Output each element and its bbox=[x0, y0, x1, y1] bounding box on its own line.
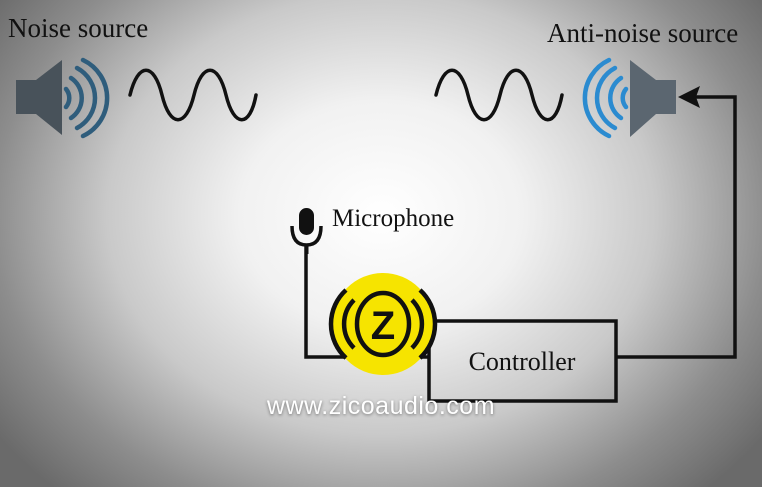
noise-wave-icon bbox=[128, 68, 258, 122]
anti-noise-wave-icon bbox=[434, 68, 564, 122]
controller-box bbox=[427, 319, 618, 403]
logo-glyph: Z bbox=[371, 304, 395, 348]
microphone-label: Microphone bbox=[332, 205, 454, 232]
zico-logo: Z bbox=[328, 273, 438, 375]
microphone-icon bbox=[290, 208, 323, 254]
noise-source-label: Noise source bbox=[8, 13, 148, 43]
controller-to-speaker-line bbox=[616, 95, 737, 359]
controller-label: Controller bbox=[469, 347, 576, 376]
arrowhead-icon bbox=[678, 86, 700, 108]
anti-noise-speaker-icon bbox=[582, 57, 676, 139]
watermark-url: www.zicoaudio.com bbox=[266, 392, 496, 420]
anti-noise-source-label: Anti-noise source bbox=[547, 18, 738, 48]
noise-speaker-icon bbox=[16, 57, 110, 139]
